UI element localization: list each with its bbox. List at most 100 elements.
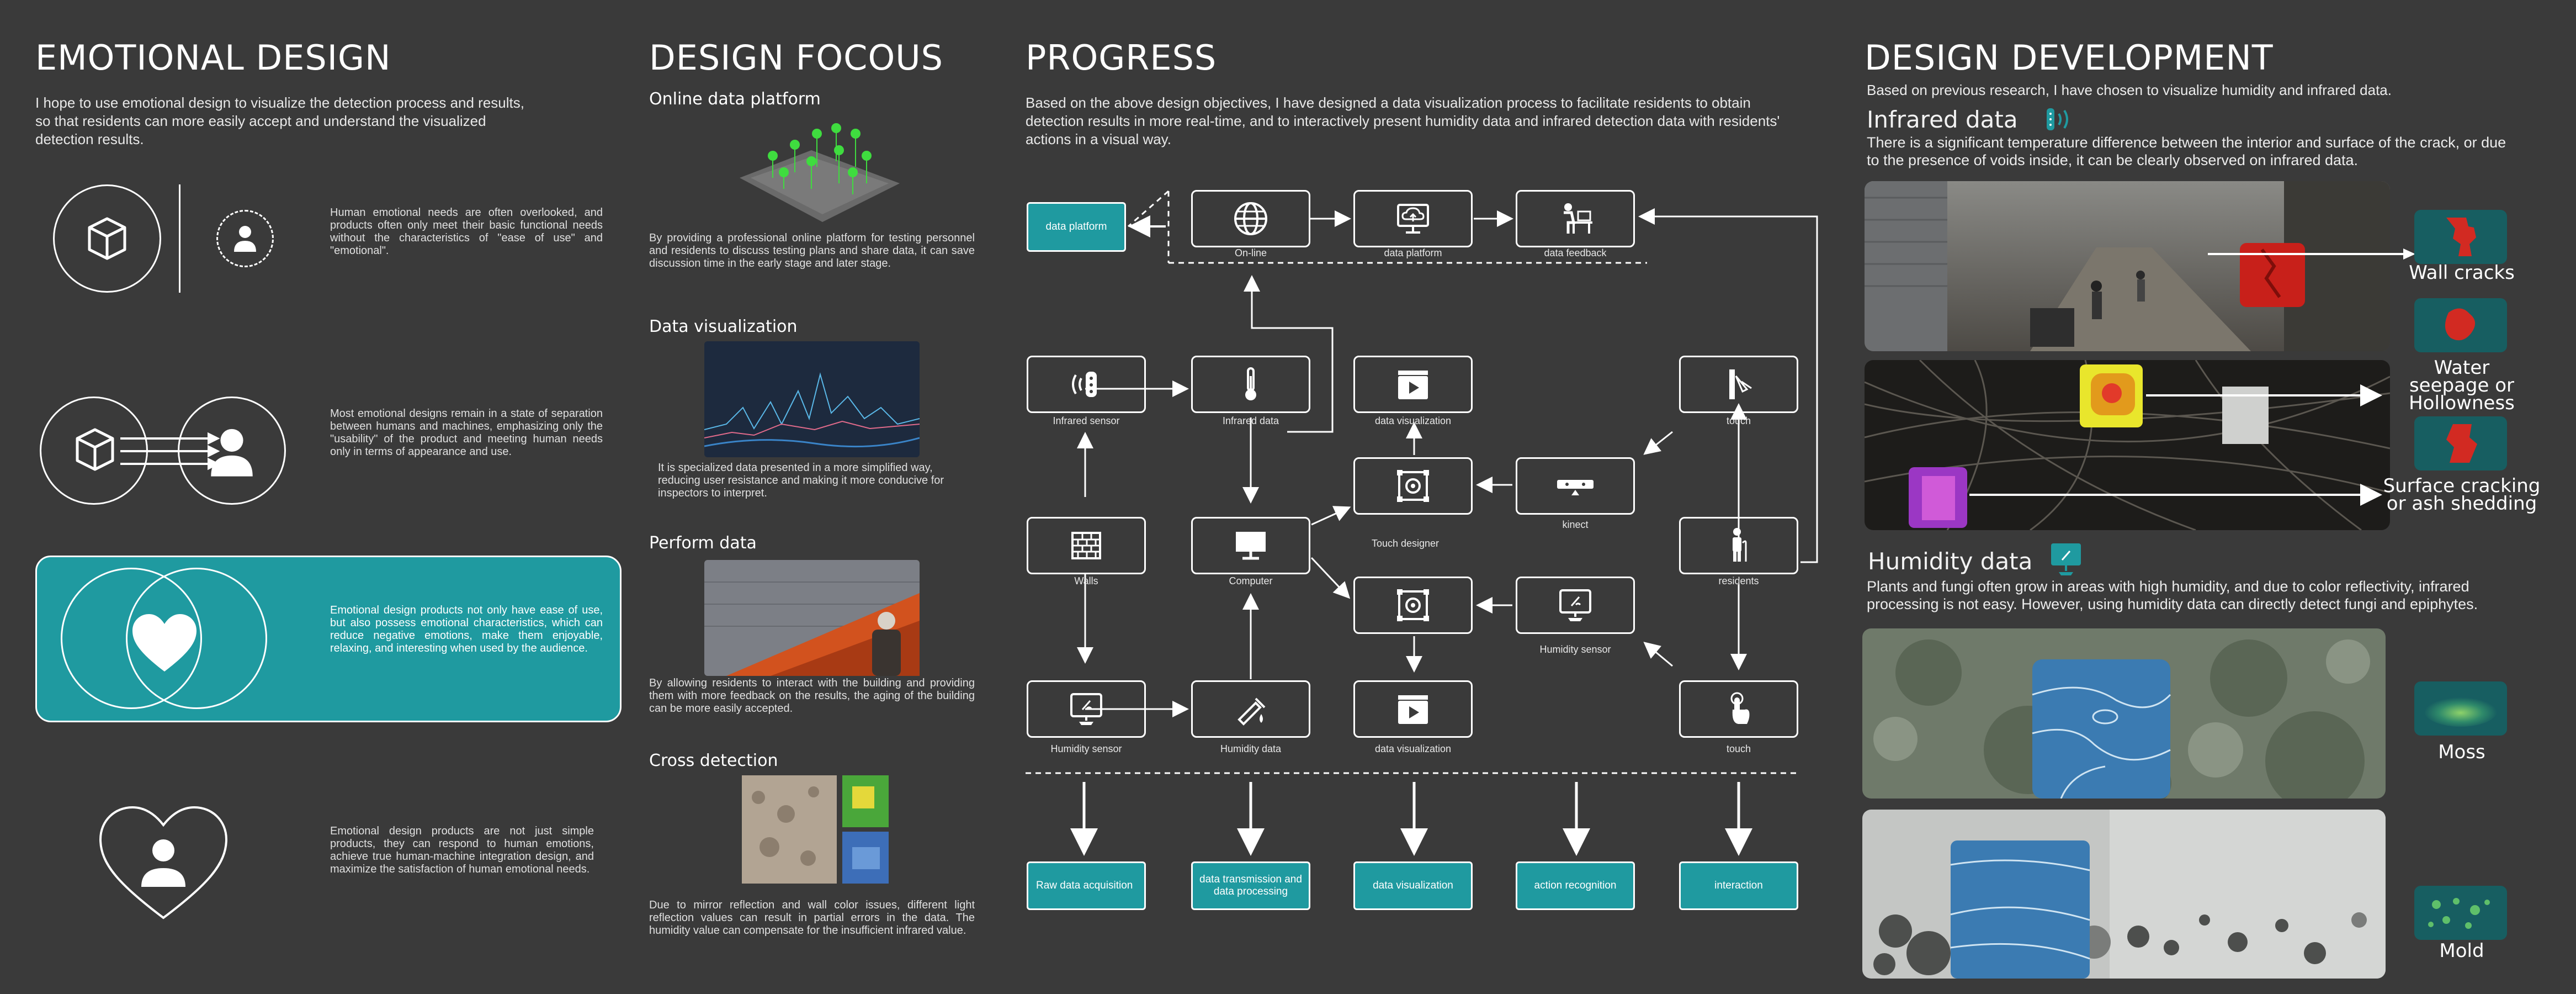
output-action-recognition[interactable]: action recognition <box>1516 861 1635 910</box>
residents-label: residents <box>1718 575 1759 586</box>
emotional-intro: I hope to use emotional design to visual… <box>35 94 524 147</box>
infrared-photo-arrows <box>2208 248 2415 260</box>
touch-top-label: touch <box>1726 415 1751 426</box>
humidity-sensor-icon <box>1559 589 1591 621</box>
development-intro: Based on previous research, I have chose… <box>1867 82 2392 98</box>
online-node[interactable] <box>1191 190 1310 247</box>
touch-top-node[interactable] <box>1679 356 1798 413</box>
cube-circle <box>53 184 161 293</box>
data-vis-top-label: data visualization <box>1374 415 1452 426</box>
humidity-probe-icon <box>1237 697 1266 726</box>
data-feedback-label: data feedback <box>1544 247 1607 258</box>
moss-label: Moss <box>2438 741 2485 763</box>
infrared-wires-photo <box>1865 360 2390 530</box>
data-vis-bottom-node[interactable] <box>1353 680 1473 738</box>
touch-designer-icon-2 <box>1397 589 1429 621</box>
humidity-sensor-mid-node[interactable] <box>1516 577 1635 634</box>
user-icon-2 <box>211 429 253 477</box>
data-vis-top-node[interactable] <box>1353 356 1473 413</box>
cloud-upload-monitor-icon <box>1397 204 1429 234</box>
output-transmission[interactable]: data transmission and data processing <box>1191 861 1310 910</box>
walls-node[interactable] <box>1027 517 1146 574</box>
data-vis-bottom-label: data visualization <box>1374 743 1452 754</box>
touch-designer-icon <box>1397 470 1429 502</box>
touch-designer-bottom-node[interactable] <box>1353 577 1473 634</box>
infrared-text: There is a significant temperature diffe… <box>1867 134 2506 168</box>
emotional-item-4-text: Emotional design products are not just s… <box>330 825 594 875</box>
output-raw-acquisition[interactable]: Raw data acquisition <box>1027 861 1146 910</box>
user-icon <box>234 226 256 252</box>
data-feedback-node[interactable] <box>1516 190 1635 247</box>
divider-line <box>179 184 180 293</box>
infrared-sensor-label: Infrared sensor <box>1053 415 1120 426</box>
heart-user-icon <box>99 806 228 919</box>
globe-icon <box>1234 202 1267 235</box>
computer-icon <box>1236 532 1266 560</box>
mold-swatch-icon <box>2414 886 2507 940</box>
surface-cracking-swatch-icon <box>2414 416 2507 470</box>
touch-bottom-node[interactable] <box>1679 680 1798 738</box>
video-clapper-icon <box>1398 371 1428 399</box>
infrared-sensor-node[interactable] <box>1027 356 1146 413</box>
infrared-data-node[interactable] <box>1191 356 1310 413</box>
cross-detection-image <box>742 775 889 884</box>
development-title: DESIGN DEVELOPMENT <box>1865 38 2274 78</box>
humidity-text: Plants and fungi often grow in areas wit… <box>1867 578 2478 612</box>
humidity-sensor-node[interactable] <box>1027 680 1146 738</box>
infrared-data-label: Infrared data <box>1222 415 1279 426</box>
output-interaction[interactable]: interaction <box>1679 861 1798 910</box>
touch-designer-top-node[interactable] <box>1353 457 1473 515</box>
water-seepage-swatch-icon <box>2414 298 2507 352</box>
computer-label: Computer <box>1229 575 1273 586</box>
video-clapper-icon-2 <box>1398 695 1428 724</box>
data-platform-node[interactable] <box>1353 190 1473 247</box>
person-at-desk-icon <box>1564 203 1592 234</box>
touch-bottom-label: touch <box>1726 743 1751 754</box>
humidity-data-node[interactable] <box>1191 680 1310 738</box>
progress-intro: Based on the above design objectives, I … <box>1026 94 1780 147</box>
heart-icon <box>132 614 196 672</box>
humidity-sensor-label: Humidity sensor <box>1050 743 1122 754</box>
focus-title: DESIGN FOCOUS <box>649 38 943 78</box>
infrared-title: Infrared data <box>1867 106 2018 133</box>
humidity-mold-photo <box>1862 810 2386 979</box>
data-platform-box[interactable]: data platform <box>1027 202 1126 252</box>
online-label: On-line <box>1234 247 1267 258</box>
connection-arrows-icon <box>120 432 220 470</box>
kinect-node[interactable] <box>1516 457 1635 515</box>
computer-node[interactable] <box>1191 517 1310 574</box>
touch-hand-icon <box>1730 692 1750 724</box>
focus-datavis-heading: Data visualization <box>649 317 798 336</box>
infrared-street-photo <box>1865 181 2390 351</box>
focus-online-heading: Online data platform <box>649 89 821 109</box>
wall-cracks-label: Wall cracks <box>2409 262 2515 284</box>
touch-designer-label: Touch designer <box>1371 538 1440 549</box>
infrared-sensor-teal-icon <box>2047 108 2068 130</box>
humidity-title: Humidity data <box>1868 548 2033 575</box>
focus-datavis-text: It is specialized data presented in a mo… <box>658 462 944 499</box>
surface-cracking-label: Surface cracking or ash shedding <box>2383 475 2541 515</box>
data-visualization-image <box>704 341 920 457</box>
mold-label: Mold <box>2439 940 2484 962</box>
kinect-icon <box>1557 480 1594 495</box>
perform-data-image <box>704 560 920 676</box>
cube-icon-2 <box>76 428 114 471</box>
humidity-moss-photo <box>1862 628 2386 799</box>
brick-wall-icon <box>1071 532 1101 559</box>
water-seepage-label: Water seepage or Hollowness <box>2409 357 2515 414</box>
focus-perform-heading: Perform data <box>649 533 757 553</box>
emotional-item-2-text: Most emotional designs remain in a state… <box>330 408 603 458</box>
output-visualization[interactable]: data visualization <box>1353 861 1473 910</box>
moss-swatch-icon <box>2414 681 2507 736</box>
touch-screen-icon <box>1729 369 1752 399</box>
humidity-data-label: Humidity data <box>1220 743 1282 754</box>
focus-online-text: By providing a professional online platf… <box>649 232 975 269</box>
residents-node[interactable] <box>1679 517 1798 574</box>
humidity-sensor-teal-icon <box>2051 543 2081 575</box>
emotional-title: EMOTIONAL DESIGN <box>35 38 391 78</box>
resident-person-icon <box>1733 528 1747 562</box>
cube-icon <box>88 217 126 260</box>
humidity-sensor-icon-2 <box>1070 693 1102 725</box>
walls-label: Walls <box>1074 575 1098 586</box>
online-platform-map-image <box>740 123 900 222</box>
